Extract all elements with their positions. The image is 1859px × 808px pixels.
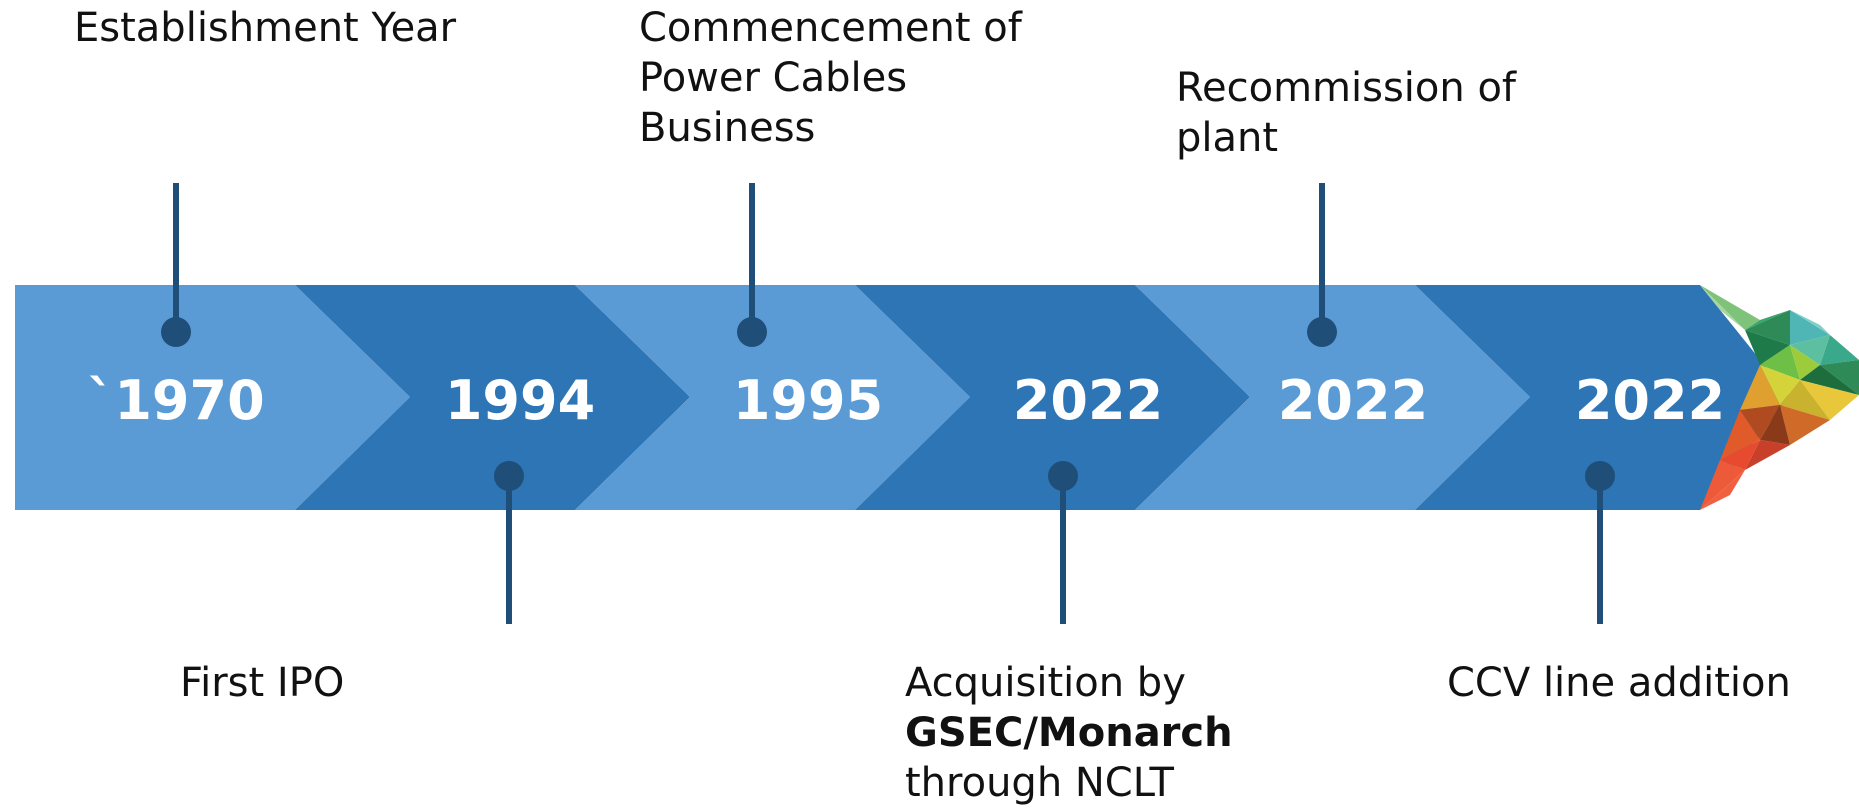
label-line: plant	[1176, 115, 1279, 161]
label-line: Acquisition by	[905, 660, 1186, 706]
segment-4	[855, 285, 1250, 510]
segment-5	[1135, 285, 1530, 510]
label-line: Establishment Year	[74, 5, 457, 51]
label-line: First IPO	[180, 660, 345, 706]
milestone-year-2: 1994	[444, 369, 596, 432]
milestone-label-1: Establishment Year	[74, 3, 456, 53]
label-line: CCV line addition	[1447, 660, 1791, 706]
label-line: Commencement of	[639, 5, 1022, 51]
milestone-year-4: 2022	[1012, 369, 1164, 432]
marker-dot-5	[1307, 317, 1337, 347]
label-line: Business	[639, 105, 816, 151]
milestone-year-3: 1995	[732, 369, 884, 432]
segment-1	[15, 285, 410, 510]
milestone-label-4: Acquisition by GSEC/Monarch through NCLT	[905, 658, 1233, 808]
marker-dot-6	[1585, 461, 1615, 491]
marker-dot-2	[494, 461, 524, 491]
label-line-bold: GSEC/Monarch	[905, 710, 1233, 756]
milestone-year-5: 2022	[1277, 369, 1429, 432]
marker-dot-4	[1048, 461, 1078, 491]
milestone-year-6: 2022	[1574, 369, 1726, 432]
label-line: Power Cables	[639, 55, 908, 101]
milestone-label-6: CCV line addition	[1447, 658, 1791, 708]
polygon-mosaic-arrow-icon	[1700, 285, 1859, 510]
marker-dot-1	[161, 317, 191, 347]
label-line: GSEC/Monarch	[905, 708, 1233, 758]
label-line: Recommission of	[1176, 65, 1516, 111]
label-line: through NCLT	[905, 760, 1174, 806]
segment-6	[1415, 285, 1790, 510]
timeline-band	[15, 285, 1790, 510]
milestone-label-5: Recommission of plant	[1176, 63, 1516, 163]
segment-2	[295, 285, 690, 510]
marker-dot-3	[737, 317, 767, 347]
segment-3	[575, 285, 970, 510]
milestone-label-3: Commencement of Power Cables Business	[639, 3, 1022, 153]
milestone-year-1: `1970	[87, 369, 265, 432]
timeline-markers	[161, 183, 1615, 624]
milestone-label-2: First IPO	[180, 658, 344, 708]
